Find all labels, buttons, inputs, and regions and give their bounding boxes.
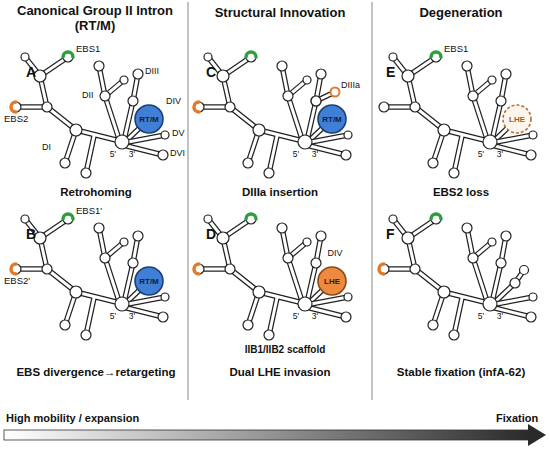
- domain-label: DI: [42, 142, 51, 152]
- domain-label: DV: [172, 128, 185, 138]
- intron-structure: [379, 214, 537, 340]
- panel-letter: D: [206, 226, 216, 242]
- end-label: 5': [478, 150, 484, 160]
- lhe-circle: LHE: [317, 266, 347, 296]
- circle-shape: [318, 267, 346, 295]
- end-label: 3': [312, 150, 318, 160]
- domain-label: DIII: [145, 66, 159, 76]
- column-header: Degeneration: [419, 6, 502, 21]
- circle-shape: [135, 267, 163, 295]
- lhe-dashed-circle: LHE: [502, 104, 532, 134]
- panel-caption: DIIIa insertion: [242, 186, 318, 199]
- domain-label: DIV: [327, 248, 342, 258]
- end-label: 5': [293, 150, 299, 160]
- column-header: Structural Innovation: [215, 6, 346, 21]
- circle-shape: [503, 105, 531, 133]
- end-label: 5': [293, 312, 299, 322]
- node-text: RT/M: [134, 104, 164, 134]
- end-label: 5': [110, 312, 116, 322]
- circle-shape: [318, 105, 346, 133]
- node-text: RT/M: [317, 104, 347, 134]
- panel-letter: C: [206, 64, 216, 80]
- domain-label: DII: [82, 90, 94, 100]
- intron-structure: [194, 52, 352, 178]
- ebs-label: EBS1: [444, 44, 468, 55]
- end-label: 5': [478, 312, 484, 322]
- node-text: RT/M: [134, 266, 164, 296]
- panel-letter: B: [26, 226, 36, 242]
- intron-structure: [194, 214, 352, 340]
- panel-letter: F: [386, 226, 395, 242]
- intron-structure: [379, 52, 537, 178]
- domain-label: DVI: [170, 148, 185, 158]
- panel-caption: EBS divergence→retargeting: [16, 366, 175, 379]
- panel-caption: Stable fixation (infA-62): [397, 366, 525, 379]
- node-text: LHE: [317, 266, 347, 296]
- end-label: 3': [497, 150, 503, 160]
- domain-label: DIIIa: [341, 80, 360, 90]
- panel-caption: Dual LHE invasion: [230, 366, 331, 379]
- rtm-circle: RT/M: [317, 104, 347, 134]
- column-header: Canonical Group II Intron (RT/M): [15, 4, 175, 34]
- progression-bar: [4, 430, 530, 440]
- panel-letter: E: [386, 64, 395, 80]
- axis-label: Fixation: [496, 412, 538, 425]
- end-label: 5': [110, 150, 116, 160]
- column-divider: [371, 2, 372, 400]
- panel-caption: EBS2 loss: [433, 186, 489, 199]
- domain-label: DIV: [166, 96, 181, 106]
- end-label: 3': [129, 150, 135, 160]
- ebs-label: EBS2': [4, 276, 30, 287]
- node-text: LHE: [502, 104, 532, 134]
- column-divider: [187, 2, 188, 400]
- arrow-head: [528, 424, 546, 446]
- panel-caption: Retrohoming: [60, 186, 132, 199]
- intron-structure: [11, 52, 169, 178]
- circle-shape: [135, 105, 163, 133]
- note-label: IIB1/IIB2 scaffold: [245, 344, 326, 356]
- end-label: 3': [497, 312, 503, 322]
- intron-structure: [11, 214, 169, 340]
- ebs-label: EBS1: [76, 44, 100, 55]
- ebs-label: EBS1': [76, 206, 102, 217]
- rtm-circle: RT/M: [134, 266, 164, 296]
- end-label: 3': [312, 312, 318, 322]
- axis-label: High mobility / expansion: [6, 412, 139, 425]
- panel-letter: A: [26, 64, 36, 80]
- end-label: 3': [129, 312, 135, 322]
- rtm-circle: RT/M: [134, 104, 164, 134]
- ebs-label: EBS2: [4, 114, 28, 125]
